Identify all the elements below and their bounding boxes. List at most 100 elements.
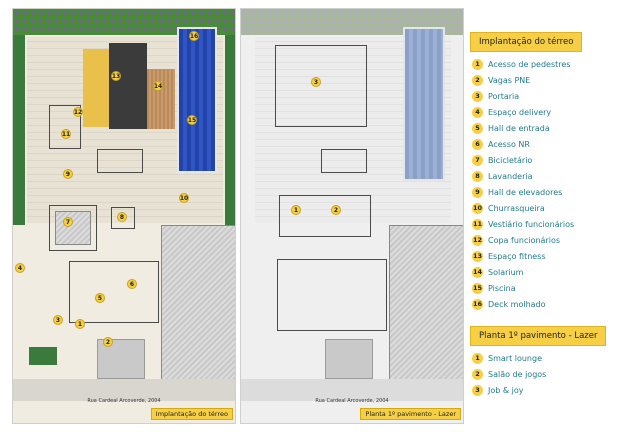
marker-10: 10 [179,193,189,203]
legend-number-badge: 3 [472,384,483,396]
parking-below [325,339,373,379]
legend-number-badge: 5 [472,122,483,134]
legend-label: Lavanderia [488,171,533,181]
elevator-core [97,149,143,173]
marker-11: 11 [61,129,71,139]
legend-number-badge: 8 [472,170,483,182]
pool [177,27,217,173]
marker-8: 8 [117,212,127,222]
plan-caption: Implantação do térreo [150,408,233,420]
legend-item: 3 Job & joy [472,382,546,398]
legend-number-badge: 7 [472,154,483,166]
marker-13: 13 [111,71,121,81]
marker-1: 1 [291,205,301,215]
legend-item: 10 Churrasqueira [472,200,574,216]
legend-label: Espaço delivery [488,107,552,117]
legend-item: 1 Smart lounge [472,350,546,366]
legend-number-badge: 9 [472,186,483,198]
bike-room [49,205,97,251]
bike-room-floor [55,211,91,245]
legend-number-badge: 3 [472,90,483,102]
void-area [389,225,463,381]
legend-number-badge: 14 [472,266,483,278]
legend-item: 13 Espaço fitness [472,248,574,264]
legend-item: 12 Copa funcionários [472,232,574,248]
pool-below [403,27,445,181]
legend-number-badge: 13 [472,250,483,262]
legend-label: Deck molhado [488,299,546,309]
marker-3: 3 [311,77,321,87]
legend-number-badge: 11 [472,218,483,230]
legend-item: 11 Vestiário funcionários [472,216,574,232]
street-label: Rua Cardeal Arcoverde, 2004 [315,398,389,404]
garden-left [13,35,25,225]
plan-caption: Planta 1º pavimento - Lazer [360,408,461,420]
street [241,379,463,401]
marker-1: 1 [75,319,85,329]
elevator-core [321,149,367,173]
legend-number-badge: 2 [472,74,483,86]
legend-label: Vagas PNE [488,75,531,85]
legend-item: 15 Piscina [472,280,574,296]
ramp-area [161,225,235,381]
legend-label: Piscina [488,283,516,293]
legend-label: Salão de jogos [488,369,547,379]
legend-item: 5 Hall de entrada [472,120,574,136]
legend-number-badge: 1 [472,352,483,364]
legend-label: Portaria [488,91,520,101]
legend-item: 2 Salão de jogos [472,366,546,382]
roof-area [277,259,387,331]
legend-first-list: 1 Smart lounge 2 Salão de jogos 3 Job & joy [472,350,546,398]
legend-number-badge: 12 [472,234,483,246]
legend-label: Job & joy [488,385,524,395]
marker-9: 9 [63,169,73,179]
street-label: Rua Cardeal Arcoverde, 2004 [87,398,161,404]
garden-right [225,35,235,225]
legend-label: Solarium [488,267,524,277]
marker-5: 5 [95,293,105,303]
marker-16: 16 [189,31,199,41]
legend-item: 2 Vagas PNE [472,72,574,88]
legend-label: Copa funcionários [488,235,561,245]
marker-12: 12 [73,107,83,117]
legend-label: Hall de entrada [488,123,550,133]
garden-bottom [29,347,57,365]
marker-2: 2 [331,205,341,215]
legend-label: Smart lounge [488,353,542,363]
legend-label: Acesso NR [488,139,530,149]
marker-3: 3 [53,315,63,325]
legend-first-title: Planta 1º pavimento - Lazer [470,326,607,346]
garden-top [13,9,235,35]
legend-number-badge: 2 [472,368,483,380]
legend-item: 3 Portaria [472,88,574,104]
legend-item: 8 Lavanderia [472,168,574,184]
legend-number-badge: 1 [472,58,483,70]
legend-number-badge: 10 [472,202,483,214]
legend-number-badge: 15 [472,282,483,294]
legend-label: Hall de elevadores [488,187,563,197]
lounge-rooms [279,195,371,237]
legend-label: Vestiário funcionários [488,219,575,229]
marker-2: 2 [103,337,113,347]
legend-label: Espaço fitness [488,251,546,261]
legend-item: 14 Solarium [472,264,574,280]
fitness-yellow-zone [83,49,109,127]
legend-ground-title: Implantação do térreo [470,32,583,52]
legend-item: 4 Espaço delivery [472,104,574,120]
marker-7: 7 [63,217,73,227]
job-joy-room [275,45,367,127]
legend-item: 9 Hall de elevadores [472,184,574,200]
fitness-room [109,43,147,129]
ground-floor-plan: Rua Cardeal Arcoverde, 2004 Implantação … [12,8,236,424]
first-floor-plan: Rua Cardeal Arcoverde, 2004 Planta 1º pa… [240,8,464,424]
legend-number-badge: 4 [472,106,483,118]
marker-14: 14 [153,81,163,91]
staff-rooms [49,105,81,149]
solarium-deck [147,69,175,129]
legend-label: Churrasqueira [488,203,545,213]
